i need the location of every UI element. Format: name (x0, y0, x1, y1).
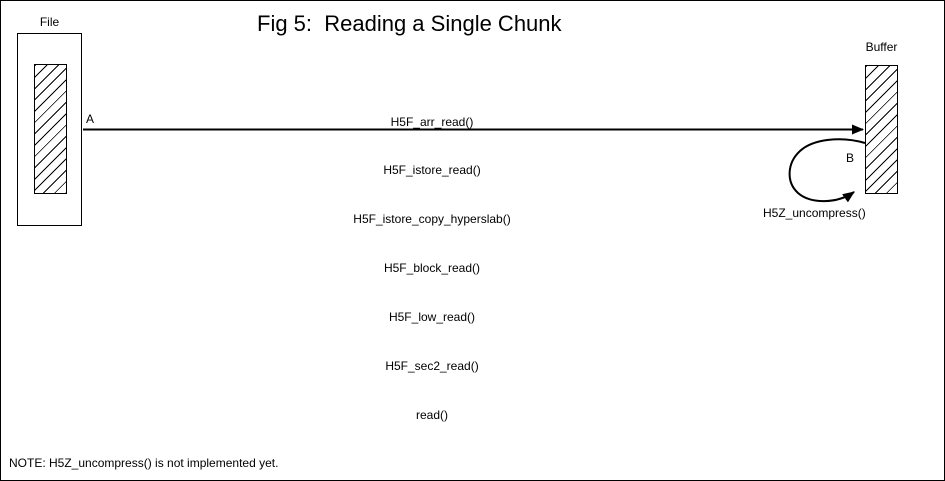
file-chunk-hatched-rect (34, 64, 67, 194)
call-stack-line: H5F_istore_read() (383, 163, 481, 178)
uncompress-caption: H5Z_uncompress() (763, 206, 866, 220)
arrow-b-loop (788, 138, 866, 203)
call-stack-line: H5F_low_read() (388, 310, 476, 325)
arrow-b-label: B (846, 151, 855, 165)
buffer-label: Buffer (865, 40, 898, 54)
buffer-hatched-rect (865, 65, 898, 194)
arrow-a-label: A (86, 112, 95, 126)
note-text: NOTE: H5Z_uncompress() is not implemente… (9, 456, 279, 470)
call-stack-line: H5F_sec2_read() (385, 359, 479, 374)
call-stack: H5F_arr_read() H5F_istore_read() H5F_ist… (282, 81, 582, 456)
call-stack-line: read() (415, 407, 448, 422)
call-stack-line: H5F_block_read() (383, 261, 481, 276)
call-stack-line: H5F_istore_copy_hyperslab() (353, 212, 511, 227)
call-stack-line: H5F_arr_read() (390, 114, 474, 129)
file-label: File (39, 15, 60, 29)
figure-title: Fig 5: Reading a Single Chunk (257, 11, 562, 36)
